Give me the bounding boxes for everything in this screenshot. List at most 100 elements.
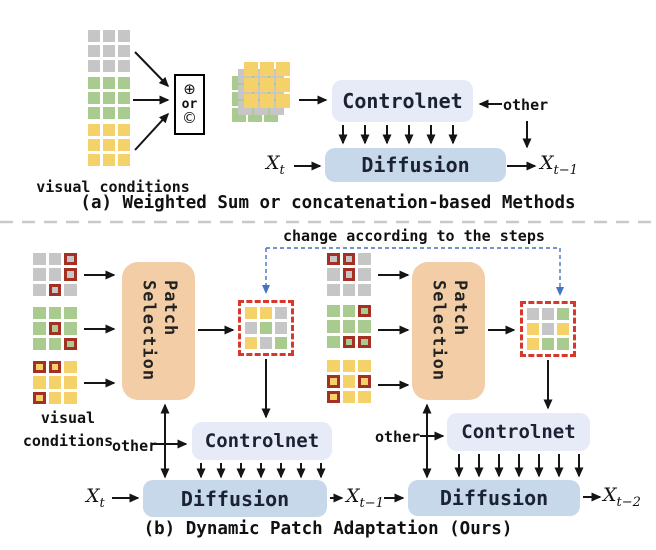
- patch-cell: [327, 335, 340, 348]
- patch-cell: [64, 307, 77, 320]
- patch-cell: [33, 307, 46, 320]
- patch-cell: [103, 30, 115, 42]
- visual-conditions-label-a: visual conditions: [36, 178, 190, 196]
- selected-patches-cells-2: [527, 308, 569, 350]
- condition-grid-green-a: [88, 77, 130, 119]
- patch-cell: [327, 360, 340, 373]
- condition-grid-yellow-b1: [33, 361, 77, 404]
- patch-cell: [88, 92, 100, 104]
- patch-cell: [118, 45, 130, 57]
- controlnet-label-a: Controlnet: [342, 89, 463, 113]
- patch-cell: [88, 124, 100, 136]
- patch-cell: [118, 92, 130, 104]
- controlnet-label-b2: Controlnet: [461, 421, 576, 443]
- condition-grid-green-b2: [327, 305, 371, 348]
- patch-cell: [342, 268, 356, 281]
- patch-cell: [48, 253, 62, 266]
- patch-selection-label-2: Patch Selection: [428, 280, 470, 382]
- controlnet-box-a: Controlnet: [332, 80, 473, 122]
- x-t-label-a: Xt: [266, 152, 285, 178]
- patch-cell: [260, 322, 272, 334]
- patch-cell: [48, 268, 62, 281]
- patch-cell: [118, 139, 130, 151]
- patch-cell: [358, 253, 371, 266]
- condition-grid-gray-b2: [327, 253, 371, 296]
- patch-cell: [342, 283, 356, 296]
- controlnet-box-b1: Controlnet: [192, 422, 332, 460]
- condition-grid-yellow-b2: [327, 360, 371, 403]
- patch-cell: [557, 338, 569, 350]
- x-t-1-label-a: Xt−1: [540, 152, 578, 178]
- patch-cell: [64, 391, 77, 404]
- patch-cell: [118, 77, 130, 89]
- combiner-box: ⊕ or ©: [174, 74, 205, 135]
- diffusion-label-a: Diffusion: [361, 153, 470, 177]
- patch-cell: [88, 60, 100, 72]
- patch-cell: [244, 62, 258, 76]
- caption-a: (a) Weighted Sum or concatenation-based …: [80, 193, 576, 213]
- patch-cell: [358, 335, 371, 348]
- patch-cell: [260, 337, 272, 349]
- patch-cell: [48, 391, 62, 404]
- patch-cell: [557, 308, 569, 320]
- diffusion-box-b2: Diffusion: [408, 480, 580, 516]
- patch-cell: [118, 30, 130, 42]
- patch-cell: [245, 322, 257, 334]
- patch-selection-label-1: Patch Selection: [138, 280, 180, 382]
- patch-cell: [33, 253, 46, 266]
- patch-cell: [64, 361, 77, 374]
- patch-cell: [327, 320, 340, 333]
- selected-patches-grid-2: [520, 301, 576, 357]
- patch-cell: [342, 305, 356, 318]
- patch-cell: [64, 283, 77, 296]
- patch-cell: [342, 390, 356, 403]
- patch-selection-box-1: Patch Selection: [122, 262, 195, 400]
- patch-cell: [358, 305, 371, 318]
- patch-cell: [64, 322, 77, 335]
- change-note-label: change according to the steps: [283, 227, 545, 245]
- patch-cell: [118, 124, 130, 136]
- patch-cell: [327, 268, 340, 281]
- patch-cell: [33, 322, 46, 335]
- patch-cell: [276, 62, 290, 76]
- patch-cell: [64, 337, 77, 350]
- patch-cell: [260, 62, 274, 76]
- patch-cell: [342, 375, 356, 388]
- x-t-1-label-b: Xt−1: [346, 485, 384, 511]
- or-label: or: [181, 96, 198, 112]
- diffusion-box-b1: Diffusion: [143, 480, 327, 517]
- controlnet-box-b2: Controlnet: [447, 413, 590, 451]
- patch-cell: [33, 391, 46, 404]
- patch-cell: [358, 320, 371, 333]
- diffusion-label-b1: Diffusion: [180, 486, 290, 511]
- diffusion-box-a: Diffusion: [325, 148, 506, 182]
- patch-cell: [342, 320, 356, 333]
- patch-cell: [33, 337, 46, 350]
- patch-cell: [118, 107, 130, 119]
- patch-cell: [48, 337, 62, 350]
- patch-cell: [88, 154, 100, 166]
- patch-cell: [327, 253, 340, 266]
- patch-cell: [542, 338, 554, 350]
- patch-cell: [275, 337, 287, 349]
- patch-cell: [33, 283, 46, 296]
- patch-cell: [64, 253, 77, 266]
- diffusion-label-b2: Diffusion: [439, 486, 549, 510]
- patch-cell: [358, 283, 371, 296]
- patch-cell: [275, 307, 287, 319]
- concatenation-icon: ©: [182, 109, 197, 128]
- patch-cell: [48, 283, 62, 296]
- visual-conditions-label-b: visual conditions: [22, 409, 114, 450]
- patch-cell: [260, 94, 274, 108]
- patch-selection-box-2: Patch Selection: [412, 262, 485, 400]
- patch-cell: [88, 139, 100, 151]
- patch-cell: [103, 124, 115, 136]
- x-t-2-label-b: Xt−2: [603, 484, 641, 510]
- patch-cell: [88, 45, 100, 57]
- patch-cell: [103, 154, 115, 166]
- patch-cell: [342, 360, 356, 373]
- patch-cell: [527, 308, 539, 320]
- condition-grid-yellow-a: [88, 124, 130, 166]
- merged-layer-yellow: [244, 62, 290, 108]
